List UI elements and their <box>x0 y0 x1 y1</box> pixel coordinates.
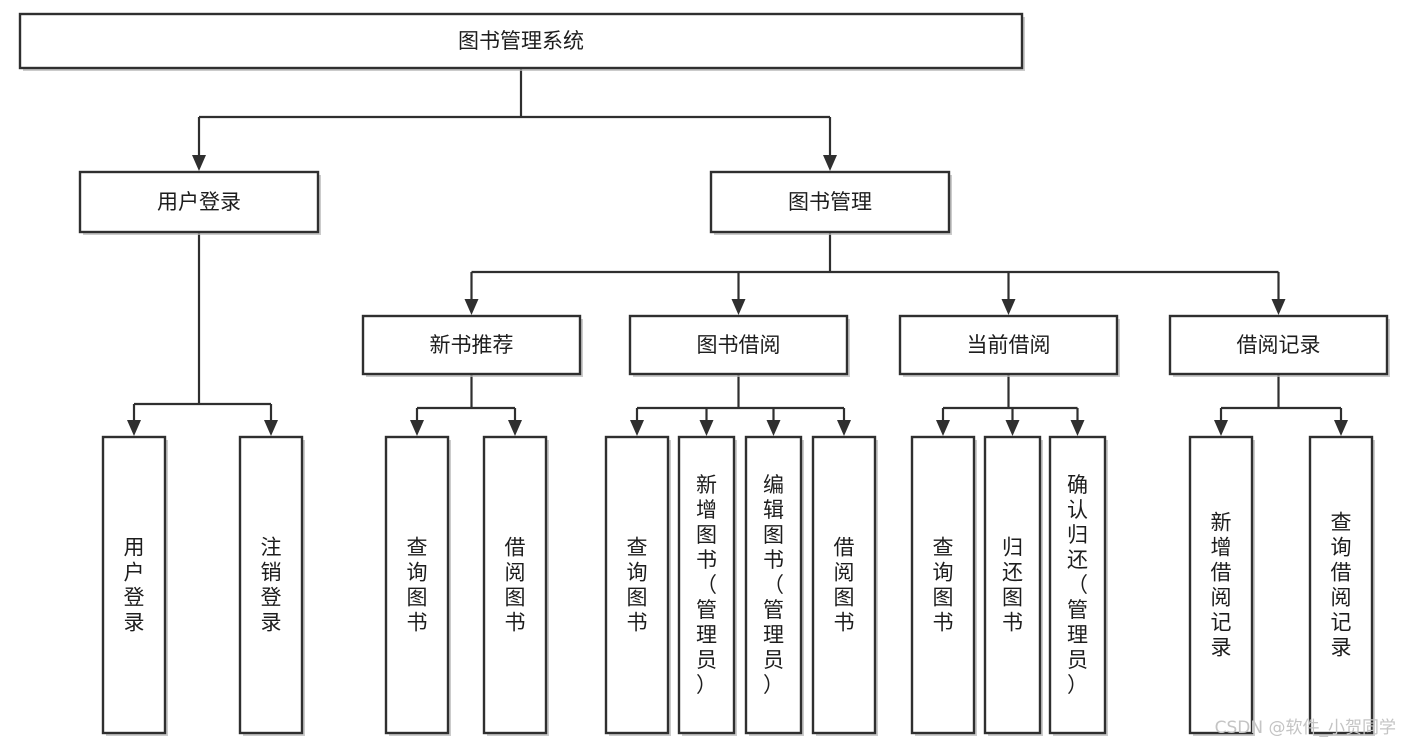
arrow-head-icon <box>192 155 206 171</box>
node-label: 确认归还（管理员） <box>1067 473 1088 697</box>
arrow-head-icon <box>264 420 278 436</box>
node-root[interactable]: 图书管理系统 <box>18 12 1025 71</box>
arrow-head-icon <box>1070 420 1085 436</box>
node-label: 编辑图书（管理员） <box>763 473 784 697</box>
node-leaf-return-book[interactable]: 归还图书 <box>983 435 1043 736</box>
node-label: 当前借阅 <box>967 333 1051 357</box>
node-leaf-query-borrow-record[interactable]: 查询借阅记录 <box>1308 435 1375 736</box>
node-label: 图书管理系统 <box>458 29 584 53</box>
arrow-head-icon <box>766 420 781 436</box>
node-leaf-query-book-borrow[interactable]: 查询图书 <box>604 435 671 736</box>
node-label: 用户登录 <box>157 190 241 214</box>
arrow-head-icon <box>823 155 837 171</box>
arrow-head-icon <box>1001 299 1016 315</box>
arrow-head-icon <box>936 420 950 436</box>
node-layer: 图书管理系统用户登录图书管理新书推荐图书借阅当前借阅借阅记录用户登录注销登录查询… <box>18 12 1390 736</box>
node-label: 图书管理 <box>788 190 872 214</box>
node-label: 借阅图书 <box>834 536 855 635</box>
node-leaf-confirm-return-admin[interactable]: 确认归还（管理员） <box>1048 435 1108 736</box>
node-label: 查询图书 <box>407 536 428 635</box>
node-leaf-query-book-rec[interactable]: 查询图书 <box>384 435 451 736</box>
node-leaf-borrow-book-rec[interactable]: 借阅图书 <box>482 435 549 736</box>
node-label: 新书推荐 <box>430 333 514 357</box>
csdn-watermark: CSDN @软件_小贺同学 <box>1215 718 1396 738</box>
node-label: 图书借阅 <box>697 333 781 357</box>
connector-layer <box>127 68 1348 436</box>
node-borrow-record[interactable]: 借阅记录 <box>1168 314 1390 377</box>
arrow-head-icon <box>837 420 851 436</box>
node-user-login[interactable]: 用户登录 <box>78 170 321 235</box>
node-label: 注销登录 <box>261 536 282 635</box>
arrow-head-icon <box>731 299 746 315</box>
node-book-borrow[interactable]: 图书借阅 <box>628 314 850 377</box>
node-leaf-query-book-current[interactable]: 查询图书 <box>910 435 977 736</box>
node-leaf-borrow-book[interactable]: 借阅图书 <box>811 435 878 736</box>
node-label: 用户登录 <box>124 536 145 635</box>
arrow-head-icon <box>1005 420 1020 436</box>
node-label: 新增图书（管理员） <box>696 473 717 697</box>
node-leaf-edit-book-admin[interactable]: 编辑图书（管理员） <box>744 435 804 736</box>
node-leaf-add-borrow-record[interactable]: 新增借阅记录 <box>1188 435 1255 736</box>
node-label: 借阅图书 <box>505 536 526 635</box>
arrow-head-icon <box>410 420 424 436</box>
node-leaf-user-login[interactable]: 用户登录 <box>101 435 168 736</box>
arrow-head-icon <box>1214 420 1228 436</box>
node-new-book-recommend[interactable]: 新书推荐 <box>361 314 583 377</box>
node-current-borrow[interactable]: 当前借阅 <box>898 314 1120 377</box>
node-label: 借阅记录 <box>1237 333 1321 357</box>
node-label: 归还图书 <box>1002 536 1023 635</box>
node-label: 新增借阅记录 <box>1211 511 1232 660</box>
node-book-management[interactable]: 图书管理 <box>709 170 952 235</box>
arrow-head-icon <box>508 420 522 436</box>
arrow-head-icon <box>630 420 644 436</box>
arrow-head-icon <box>1334 420 1348 436</box>
node-label: 查询图书 <box>627 536 648 635</box>
arrow-head-icon <box>127 420 141 436</box>
arrow-head-icon <box>1271 299 1286 315</box>
node-leaf-add-book-admin[interactable]: 新增图书（管理员） <box>677 435 737 736</box>
arrow-head-icon <box>699 420 714 436</box>
node-leaf-logout[interactable]: 注销登录 <box>238 435 305 736</box>
node-label: 查询图书 <box>933 536 954 635</box>
node-label: 查询借阅记录 <box>1331 511 1352 660</box>
arrow-head-icon <box>464 299 479 315</box>
